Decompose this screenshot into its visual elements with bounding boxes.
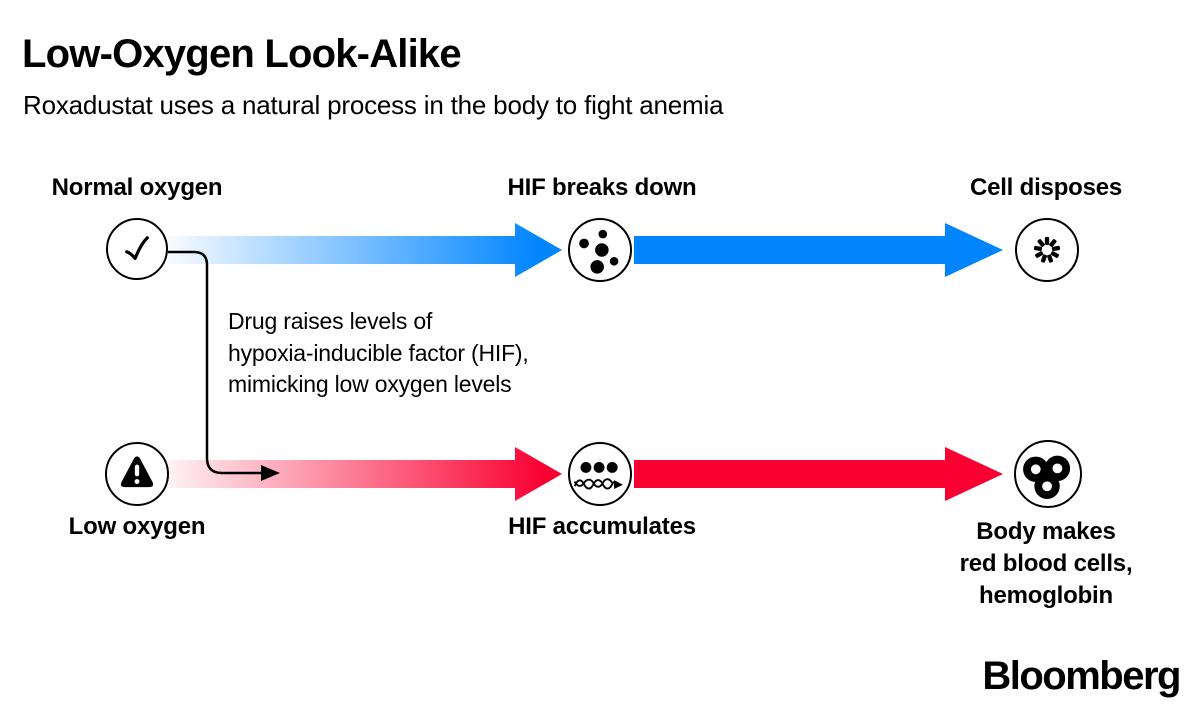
normal-pathway-solid-arrow [634,223,1003,277]
node-hif-breaks-down [568,218,632,282]
label-hif-breaks-down: HIF breaks down [507,174,697,201]
node-normal-oxygen [106,218,168,280]
label-normal-oxygen: Normal oxygen [51,174,223,201]
warning-triangle-icon [120,456,154,488]
label-hif-accumulates: HIF accumulates [508,513,696,540]
label-low-oxygen: Low oxygen [68,513,206,540]
node-body-makes-rbc [1014,440,1082,508]
label-cell-disposes: Cell disposes [969,174,1123,201]
disposal-burst-icon [1033,236,1061,263]
page-title: Low-Oxygen Look-Alike [22,32,462,76]
node-hif-accumulates [568,442,632,506]
red-blood-cells-icon [1023,455,1071,499]
page-subtitle: Roxadustat uses a natural process in the… [23,90,724,120]
node-cell-disposes [1015,218,1079,282]
low-oxygen-pathway-gradient-arrow [168,447,562,501]
label-body-makes-rbc: Body makes red blood cells, hemoglobin [959,518,1133,609]
low-oxygen-pathway-solid-arrow [634,447,1003,501]
drug-connector-arrowhead-icon [261,465,280,481]
check-icon [125,236,149,260]
node-low-oxygen [105,442,169,506]
hif-proteins-dna-icon [573,462,623,490]
normal-pathway-gradient-arrow [168,223,562,277]
protein-fragments-icon [579,229,619,274]
bloomberg-logo: Bloomberg [982,654,1181,698]
drug-annotation: Drug raises levels of hypoxia-inducible … [228,308,529,397]
